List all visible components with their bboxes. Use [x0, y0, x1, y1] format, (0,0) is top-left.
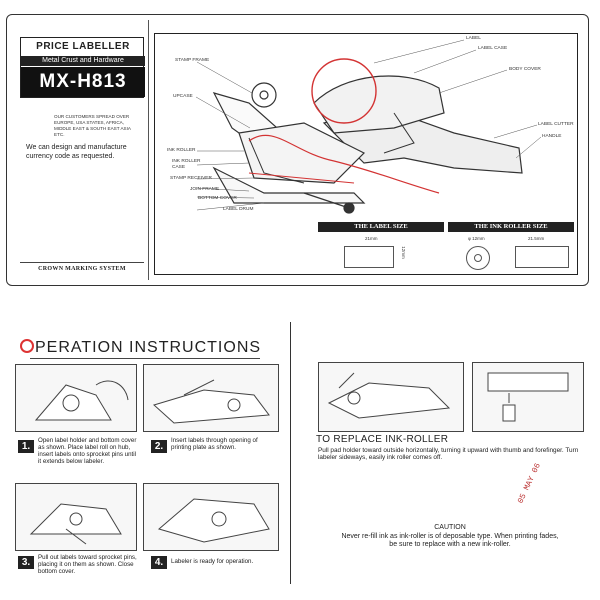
- upcase-shape: [238, 122, 366, 184]
- step-1-image: [15, 364, 137, 432]
- roller-diameter: φ 12mm: [468, 236, 485, 241]
- label-size-header: THE LABEL SIZE: [318, 222, 444, 232]
- callout-label-case: LABEL CASE: [478, 46, 508, 51]
- red-o-icon: [20, 339, 34, 353]
- step-3-text: Pull out labels toward sprocket pins, pl…: [38, 554, 137, 575]
- callout-body-cover: BODY COVER: [509, 67, 541, 72]
- label-path: [248, 134, 440, 194]
- label-roll-circle: [311, 58, 377, 124]
- body-cover-shape: [313, 75, 445, 134]
- model-number: MX-H813: [21, 67, 145, 97]
- replace-hand-icon: [327, 372, 451, 419]
- callout-stamp-frame: STAMP FRAME: [175, 58, 210, 63]
- instructions-divider: [290, 322, 291, 584]
- step-4-text: Labeler is ready for operation.: [171, 558, 254, 565]
- step-2-image: [143, 364, 279, 432]
- step-2-text: Insert labels through opening of printin…: [171, 437, 258, 451]
- brand-name: CROWN MARKING SYSTEM: [38, 266, 126, 272]
- sprocket-circle: [251, 82, 277, 108]
- label-size-box: [344, 246, 394, 268]
- callout-join-frame: JOIN FRAME: [190, 187, 220, 192]
- callout-ink-roller: INK ROLLER: [167, 148, 196, 153]
- callout-label-drum: LABEL DRUM: [223, 207, 254, 212]
- caution-text: Never re-fill ink as ink-roller is of de…: [341, 533, 559, 548]
- operation-title-underline: [30, 358, 260, 359]
- step-3-hand-icon: [29, 503, 122, 545]
- callout-ink-roller-case: INK ROLLER CASE: [172, 159, 201, 170]
- step-4-image: [143, 483, 279, 551]
- callout-label: LABEL: [466, 36, 481, 41]
- product-subtitle: Metal Crust and Hardware: [21, 56, 145, 66]
- replace-step-2-image: [472, 362, 584, 432]
- callout-bottom-cover: BOTTOM COVER: [198, 196, 237, 201]
- callout-upcase: UPCASE: [173, 94, 193, 99]
- callout-stamp-receiver: STAMP RECEIVER: [170, 176, 212, 181]
- diagram-box: [154, 33, 578, 275]
- sprocket-hub: [259, 90, 269, 100]
- bottom-cover-shape: [212, 166, 366, 204]
- step-4-hand-icon: [157, 498, 270, 543]
- card-divider: [148, 20, 149, 280]
- product-title: PRICE LABELLER: [36, 41, 130, 52]
- step-3-number: 3.: [18, 556, 34, 569]
- body-detail: [383, 112, 415, 154]
- replace-ink-roller-title: TO REPLACE INK-ROLLER: [316, 434, 449, 445]
- distribution-text: Our customers spread over Europe, USA St…: [54, 114, 131, 137]
- labeller-diagram: [195, 39, 542, 214]
- product-card: PRICE LABELLER Metal Crust and Hardware …: [6, 14, 589, 286]
- callout-label-cutter: LABEL CUTTER: [538, 122, 574, 127]
- label-path-lower: [248, 172, 355, 184]
- brand-divider: [20, 262, 144, 263]
- replace-ink-roller-text: Pull pad holder toward outside horizonta…: [318, 447, 579, 462]
- step-1-number: 1.: [18, 440, 34, 453]
- step-2-hand-icon: [153, 379, 270, 424]
- roller-hole: [474, 254, 482, 262]
- roller-width: 21.5mm: [528, 236, 545, 241]
- step-1-hand-icon: [34, 380, 129, 421]
- replace-step-1-image: [318, 362, 464, 432]
- step-1-text: Open label holder and bottom cover as sh…: [38, 437, 137, 465]
- ink-roller-icon: [487, 372, 569, 422]
- step-4-number: 4.: [151, 556, 167, 569]
- label-width: 21mm: [365, 236, 378, 241]
- step-3-image: [15, 483, 137, 551]
- drum-rod: [303, 192, 350, 209]
- operation-title-text: PERATION INSTRUCTIONS: [35, 339, 262, 356]
- callout-handle: HANDLE: [542, 134, 562, 139]
- roller-width-box: [515, 246, 569, 268]
- ink-roller-size-header: THE INK ROLLER SIZE: [448, 222, 574, 232]
- step-2-number: 2.: [151, 440, 167, 453]
- caution-title: CAUTION: [434, 524, 466, 531]
- frame-detail: [248, 137, 305, 184]
- roller-circle: [466, 246, 490, 270]
- card-frame: [6, 14, 589, 286]
- label-height: 12mm: [400, 246, 406, 259]
- title-box: PRICE LABELLER Metal Crust and Hardware …: [20, 37, 145, 98]
- custom-design-text: We can design and manufacture currency c…: [26, 144, 127, 160]
- operation-title: PERATION INSTRUCTIONS: [20, 338, 261, 357]
